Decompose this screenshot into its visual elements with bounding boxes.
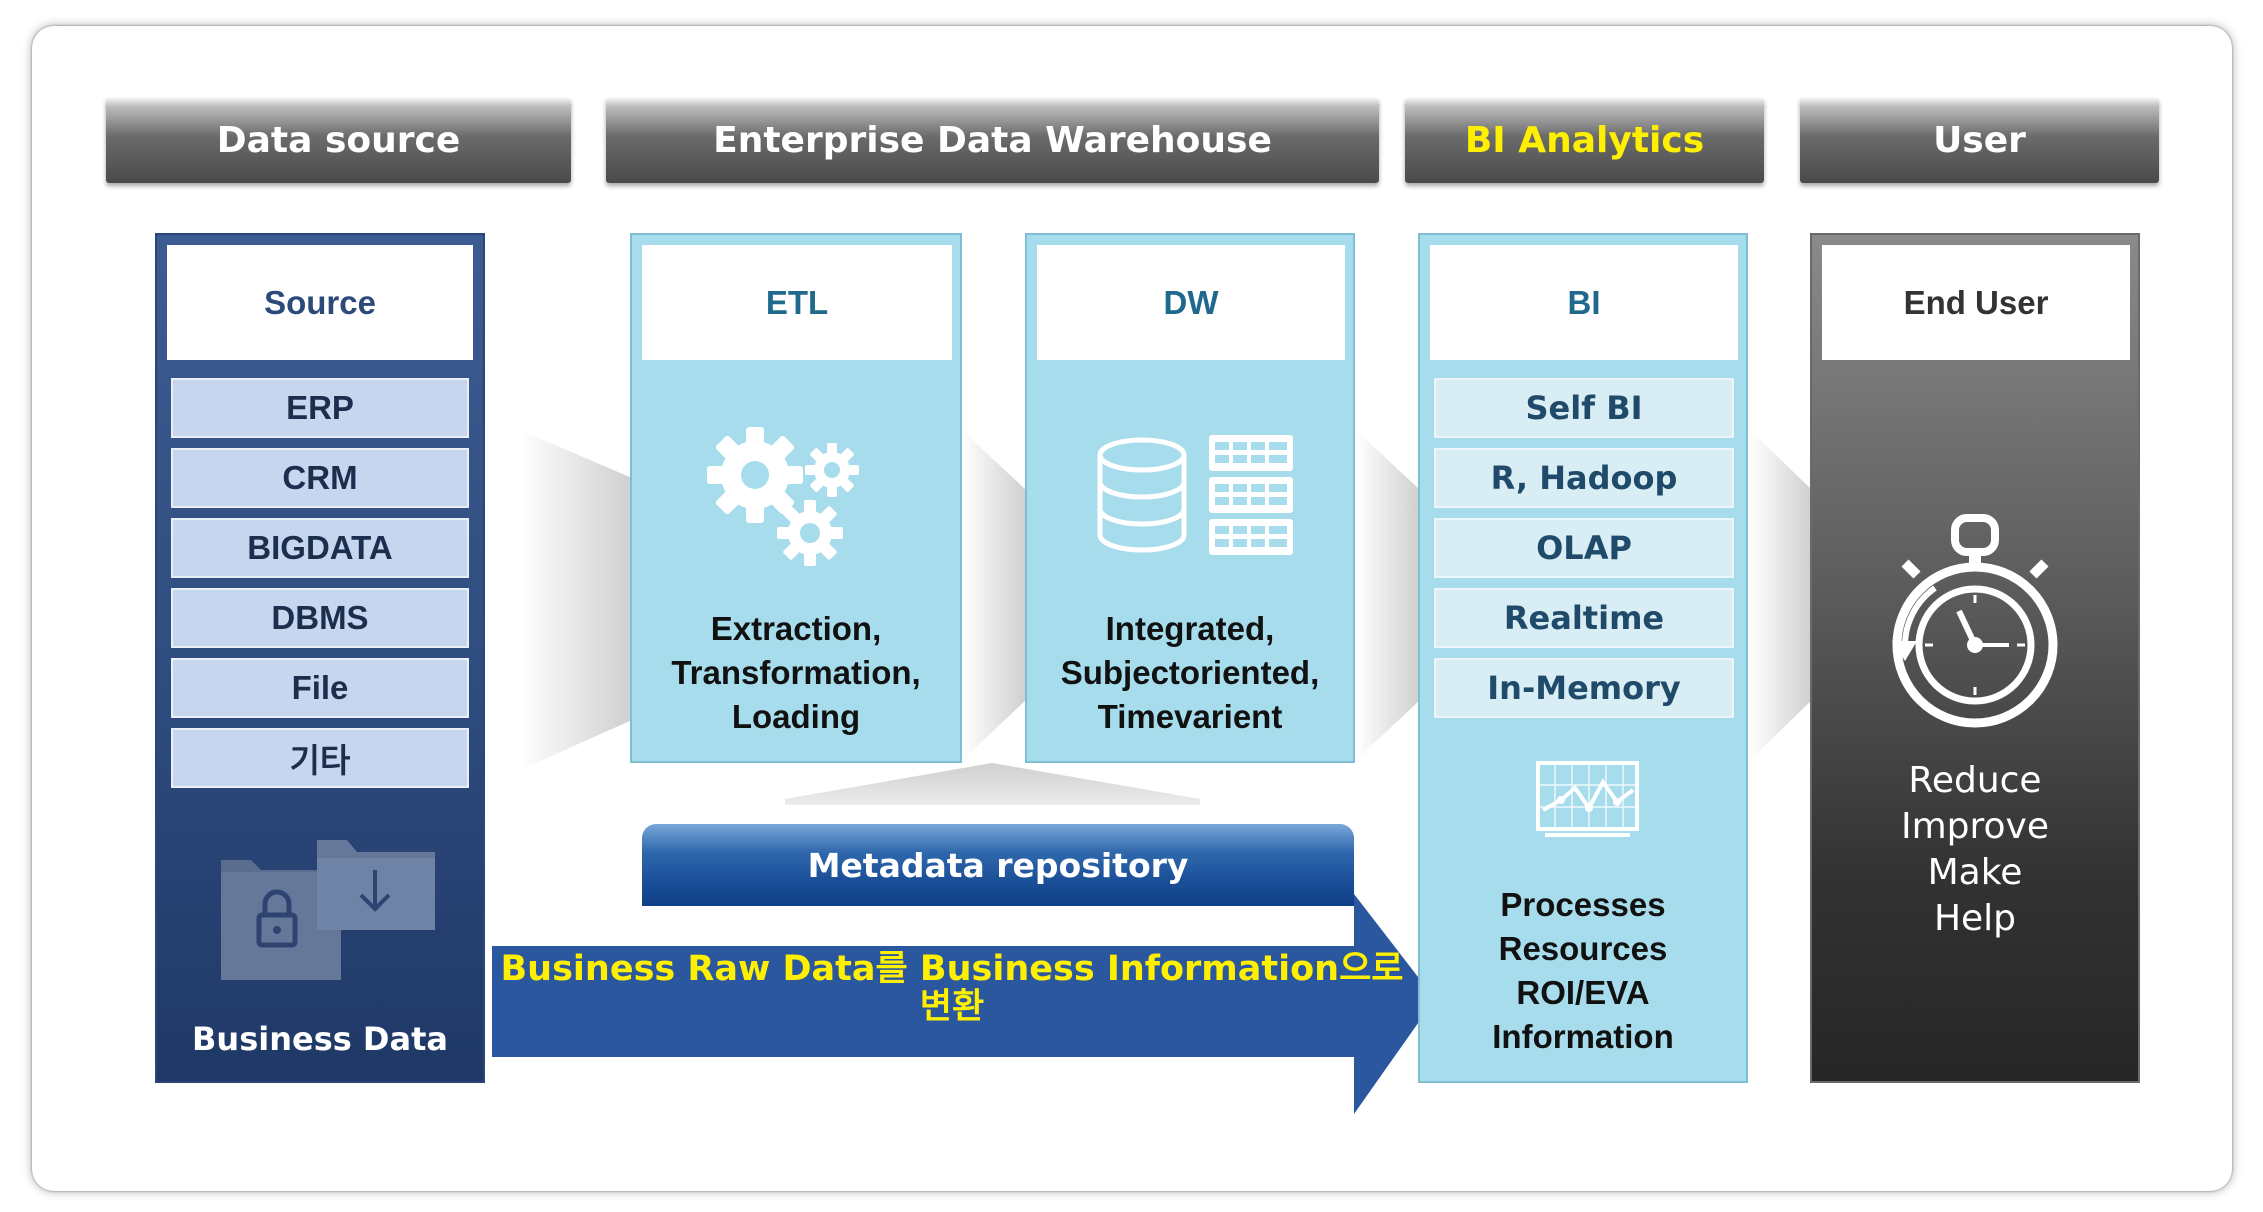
- bi-line-3: ROI/EVA: [1516, 974, 1650, 1011]
- source-item-crm: CRM: [171, 448, 469, 508]
- etl-line-2: Transformation,: [671, 654, 921, 691]
- dw-line-2: Subjectoriented,: [1060, 654, 1320, 691]
- business-data-label: Business Data: [192, 1020, 448, 1058]
- bi-line-4: Information: [1492, 1018, 1674, 1055]
- header-user: User: [1800, 98, 2159, 183]
- source-item-etc: 기타: [171, 728, 469, 788]
- header-data-source: Data source: [106, 98, 571, 183]
- bi-line-1: Processes: [1500, 886, 1666, 923]
- etl-title: ETL: [642, 245, 952, 360]
- source-item-file: File: [171, 658, 469, 718]
- end-user-panel: End User Reduce Improve Make Help: [1810, 233, 2140, 1083]
- end-user-line-2: Improve: [1900, 806, 2050, 847]
- source-item-bigdata: BIGDATA: [171, 518, 469, 578]
- metadata-up-arrow: [785, 763, 1200, 805]
- source-title: Source: [167, 245, 473, 360]
- bi-line-2: Resources: [1498, 930, 1668, 967]
- end-user-line-4: Help: [1933, 898, 2017, 939]
- bi-title: BI: [1430, 245, 1738, 360]
- end-user-title: End User: [1822, 245, 2130, 360]
- database-server-icon: [1097, 435, 1293, 555]
- flow-arrow: [492, 894, 1435, 1114]
- chevron-bi-user: [1750, 430, 1812, 760]
- metadata-repository-bar: Metadata repository: [642, 824, 1354, 906]
- flow-arrow-line-2: 변환: [919, 987, 985, 1027]
- bi-item-realtime: Realtime: [1434, 588, 1734, 648]
- source-item-dbms: DBMS: [171, 588, 469, 648]
- folder-lock-icon: [221, 860, 341, 980]
- flow-arrow-line-1: Business Raw Data를 Business Information으…: [500, 949, 1404, 989]
- gears-icon: [707, 427, 859, 566]
- header-edw: Enterprise Data Warehouse: [606, 98, 1379, 183]
- chevron-dw-bi: [1356, 430, 1420, 760]
- chevron-etl-dw: [962, 430, 1026, 760]
- dw-title: DW: [1037, 245, 1345, 360]
- end-user-line-3: Make: [1927, 852, 2023, 893]
- source-item-erp: ERP: [171, 378, 469, 438]
- chevron-source-etl: [520, 430, 632, 770]
- etl-line-3: Loading: [731, 698, 861, 735]
- end-user-line-1: Reduce: [1908, 760, 2042, 801]
- bi-panel: BI Self BI R, Hadoop OLAP Realtime In-Me…: [1418, 233, 1748, 1083]
- flow-arrow-text: Business Raw Data를 Business Information으…: [492, 950, 1412, 1026]
- etl-line-1: Extraction,: [710, 610, 882, 647]
- bi-item-r-hadoop: R, Hadoop: [1434, 448, 1734, 508]
- bi-item-in-memory: In-Memory: [1434, 658, 1734, 718]
- folder-download-icon: [317, 840, 435, 930]
- bi-item-self-bi: Self BI: [1434, 378, 1734, 438]
- source-panel: Source ERP CRM BIGDATA DBMS File 기타 Busi…: [155, 233, 485, 1083]
- header-bi-analytics: BI Analytics: [1405, 98, 1764, 183]
- line-chart-icon: [1536, 761, 1639, 837]
- dw-line-3: Timevarient: [1097, 698, 1283, 735]
- etl-panel: ETL: [630, 233, 962, 763]
- dw-panel: DW Integrated, Subjectoriented, Timevari…: [1025, 233, 1355, 763]
- stopwatch-icon: [1892, 514, 2058, 728]
- dw-line-1: Integrated,: [1105, 610, 1275, 647]
- bi-item-olap: OLAP: [1434, 518, 1734, 578]
